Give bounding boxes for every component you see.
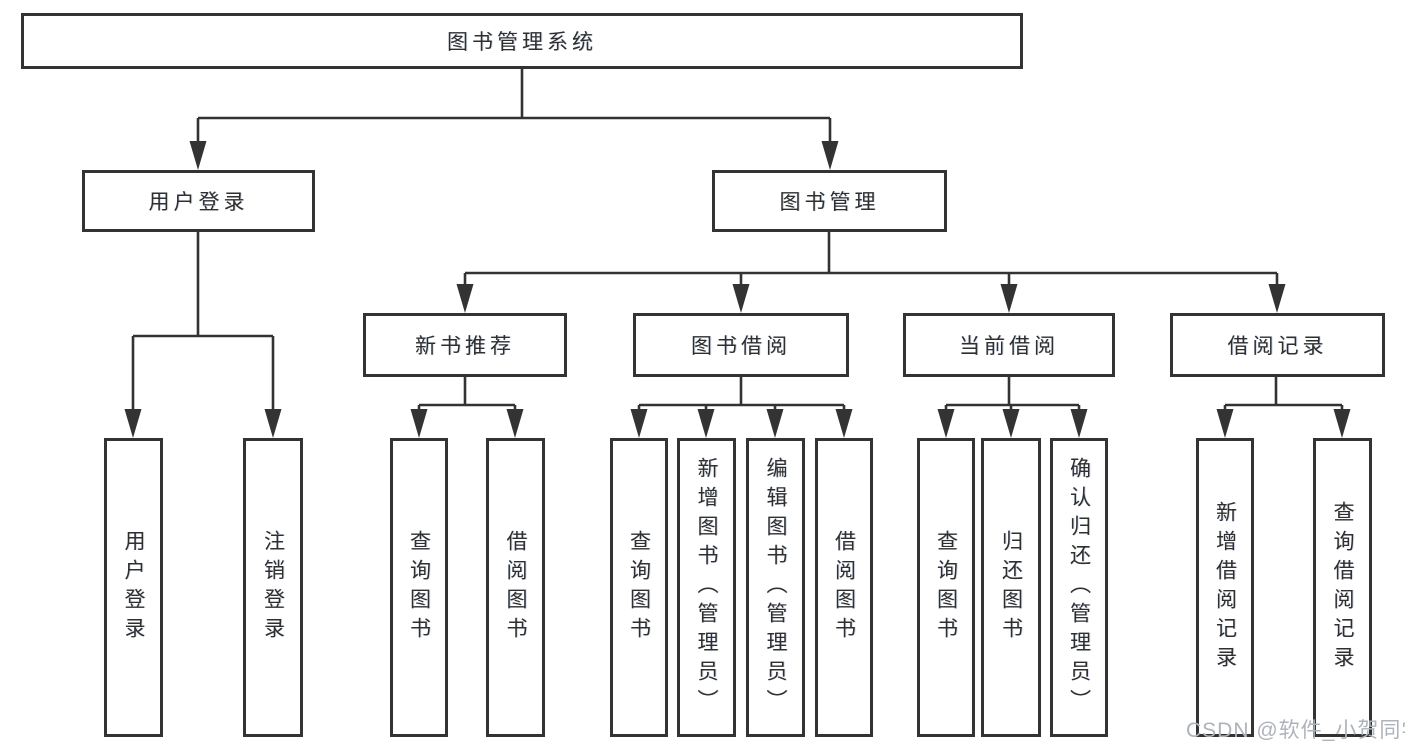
node-new-book-recommend: 新书推荐 (363, 313, 567, 377)
node-new-book-recommend-label: 新书推荐 (415, 335, 515, 358)
leaf-bb-edit-book-admin: 编辑图书（管理员） (746, 438, 805, 737)
leaf-bb-query-book-label: 查询图书 (627, 529, 651, 646)
node-user-login: 用户登录 (82, 170, 315, 232)
csdn-watermark: CSDN @软件_小贺同学 (1186, 719, 1405, 742)
leaf-logout: 注销登录 (243, 438, 303, 737)
leaf-rec-borrow-book-label: 借阅图书 (504, 529, 528, 646)
leaf-rec-query-book-label: 查询图书 (407, 529, 431, 646)
leaf-rec-borrow-book: 借阅图书 (486, 438, 545, 737)
leaf-bb-borrow-book-label: 借阅图书 (832, 529, 856, 646)
leaf-cb-return-book: 归还图书 (981, 438, 1041, 737)
leaf-user-login: 用户登录 (104, 438, 163, 737)
leaf-cb-return-book-label: 归还图书 (999, 529, 1023, 646)
node-book-management: 图书管理 (712, 170, 947, 232)
leaf-cb-query-book-label: 查询图书 (934, 529, 958, 646)
node-root-label: 图书管理系统 (447, 31, 597, 54)
node-book-borrow: 图书借阅 (633, 313, 849, 377)
leaf-cb-query-book: 查询图书 (917, 438, 975, 737)
leaf-cb-confirm-return-admin: 确认归还（管理员） (1050, 438, 1108, 737)
node-borrow-records: 借阅记录 (1170, 313, 1385, 377)
node-book-management-label: 图书管理 (779, 191, 880, 214)
leaf-bb-add-book-admin-label: 新增图书（管理员） (695, 457, 719, 718)
leaf-br-query-record: 查询借阅记录 (1313, 438, 1372, 737)
leaf-cb-confirm-return-admin-label: 确认归还（管理员） (1067, 457, 1091, 718)
leaf-logout-label: 注销登录 (261, 529, 285, 646)
leaf-bb-edit-book-admin-label: 编辑图书（管理员） (764, 457, 788, 718)
leaf-bb-add-book-admin: 新增图书（管理员） (677, 438, 736, 737)
node-borrow-records-label: 借阅记录 (1227, 335, 1328, 358)
leaf-user-login-label: 用户登录 (122, 529, 146, 646)
leaf-bb-query-book: 查询图书 (610, 438, 668, 737)
leaf-bb-borrow-book: 借阅图书 (815, 438, 873, 737)
node-current-borrow-label: 当前借阅 (959, 335, 1059, 358)
leaf-br-add-record: 新增借阅记录 (1196, 438, 1254, 737)
leaf-rec-query-book: 查询图书 (390, 438, 448, 737)
arrowheads (124, 141, 1351, 438)
node-book-borrow-label: 图书借阅 (691, 335, 791, 358)
node-root: 图书管理系统 (21, 13, 1023, 69)
node-current-borrow: 当前借阅 (903, 313, 1115, 377)
node-user-login-label: 用户登录 (148, 191, 249, 214)
leaf-br-add-record-label: 新增借阅记录 (1213, 500, 1237, 675)
leaf-br-query-record-label: 查询借阅记录 (1331, 500, 1355, 675)
